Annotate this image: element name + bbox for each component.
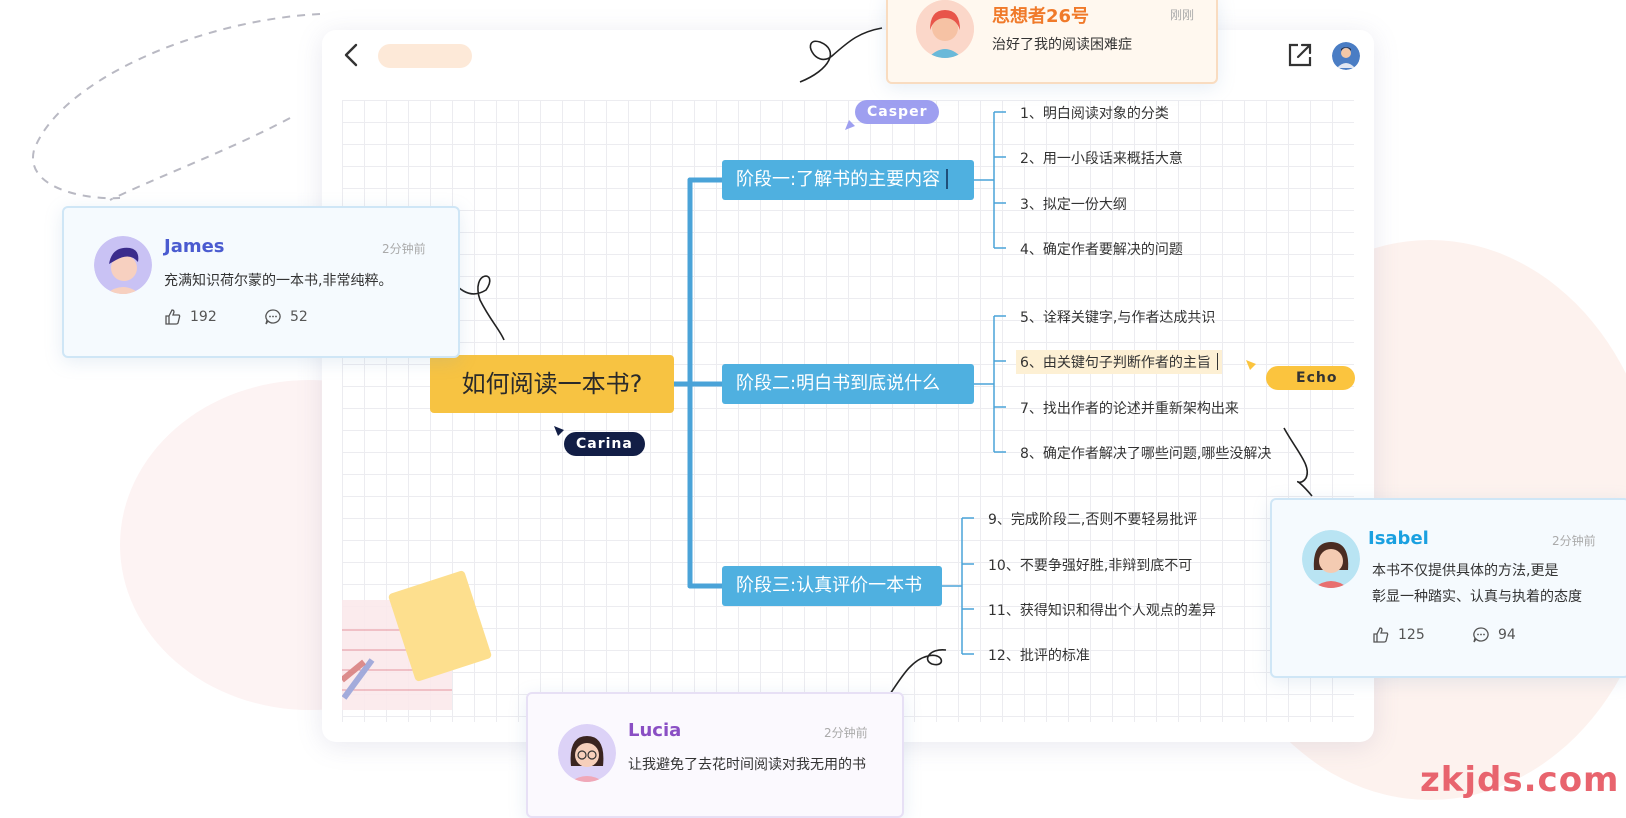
stage-node-2[interactable]: 阶段二:明白书到底说什么 [722, 364, 974, 404]
leaf-node[interactable]: 8、确定作者解决了哪些问题,哪些没解决 [1020, 446, 1272, 462]
chat-bubble-icon [265, 309, 281, 325]
leaf-node[interactable]: 2、用一小段话来概括大意 [1020, 151, 1183, 167]
comment-card-james[interactable]: James 2分钟前 充满知识荷尔蒙的一本书,非常纯粹。 192 52 [62, 206, 460, 358]
avatar [1302, 530, 1360, 588]
leaf-node[interactable]: 1、明白阅读对象的分类 [1020, 106, 1169, 122]
comment-author: Lucia [628, 720, 682, 741]
comment-card-lucia[interactable]: Lucia 2分钟前 让我避免了去花时间阅读对我无用的书 [526, 692, 904, 818]
comment-text-line-1: 本书不仅提供具体的方法,更是 [1372, 563, 1559, 579]
leaf-node[interactable]: 12、批评的标准 [988, 648, 1090, 664]
external-link-icon[interactable] [1286, 41, 1314, 69]
user-avatar[interactable] [1332, 42, 1360, 70]
stage-label: 阶段一:了解书的主要内容 [736, 169, 941, 190]
leaf-node[interactable]: 11、获得知识和得出个人观点的差异 [988, 603, 1216, 619]
comment-time: 2分钟前 [1552, 534, 1596, 548]
comment-text: 充满知识荷尔蒙的一本书,非常纯粹。 [164, 273, 393, 289]
comment-text: 让我避免了去花时间阅读对我无用的书 [628, 757, 866, 773]
leaf-node[interactable]: 5、诠释关键字,与作者达成共识 [1020, 310, 1216, 326]
comment-author: Isabel [1368, 528, 1429, 549]
comment-author: James [164, 236, 225, 257]
avatar [916, 0, 974, 58]
reply-button[interactable]: 52 [264, 308, 308, 326]
comment-card-top[interactable]: 思想者26号 刚刚 治好了我的阅读困难症 [886, 0, 1218, 84]
stage-node-3[interactable]: 阶段三:认真评价一本书 [722, 566, 942, 606]
comment-author: 思想者26号 [992, 6, 1090, 27]
leaf-node-highlighted[interactable]: 6、由关键句子判断作者的主旨 [1016, 350, 1223, 374]
stage-node-1[interactable]: 阶段一:了解书的主要内容 [722, 160, 974, 200]
stage-label: 阶段二:明白书到底说什么 [736, 373, 941, 394]
collaborator-tag-echo: Echo [1266, 366, 1356, 390]
collaborator-tag-casper: Casper [855, 100, 940, 124]
comment-card-isabel[interactable]: Isabel 2分钟前 本书不仅提供具体的方法,更是 彰显一种踏实、认真与执着的… [1270, 498, 1626, 678]
comment-time: 2分钟前 [824, 726, 868, 740]
reply-count: 52 [290, 309, 308, 325]
avatar [94, 236, 152, 294]
chat-bubble-icon [1473, 627, 1489, 643]
leaf-label: 6、由关键句子判断作者的主旨 [1020, 355, 1211, 371]
like-button[interactable]: 125 [1372, 626, 1425, 644]
like-button[interactable]: 192 [164, 308, 217, 326]
thumbs-up-icon [165, 309, 181, 325]
comment-time: 2分钟前 [382, 242, 426, 256]
like-count: 125 [1398, 627, 1425, 643]
like-count: 192 [190, 309, 217, 325]
cursor-pointer-icon [845, 120, 855, 130]
comment-time: 刚刚 [1170, 8, 1195, 22]
cursor-pointer-icon [554, 426, 564, 436]
avatar [558, 724, 616, 782]
watermark-logo: zkjds.com [1420, 760, 1620, 800]
mindmap-root-node[interactable]: 如何阅读一本书? [430, 355, 674, 413]
comment-text-line-2: 彰显一种踏实、认真与执着的态度 [1372, 589, 1582, 605]
document-title-placeholder[interactable] [378, 44, 472, 68]
cursor-pointer-icon [1246, 360, 1256, 370]
reply-button[interactable]: 94 [1472, 626, 1516, 644]
leaf-node[interactable]: 9、完成阶段二,否则不要轻易批评 [988, 512, 1198, 528]
text-cursor [1216, 353, 1219, 370]
thumbs-up-icon [1373, 627, 1389, 643]
collaborator-tag-carina: Carina [564, 432, 645, 456]
leaf-node[interactable]: 10、不要争强好胜,非辩到底不可 [988, 558, 1193, 574]
leaf-node[interactable]: 3、拟定一份大纲 [1020, 197, 1127, 213]
leaf-node[interactable]: 7、找出作者的论述并重新架构出来 [1020, 401, 1239, 417]
reply-count: 94 [1498, 627, 1516, 643]
chevron-left-icon[interactable] [340, 40, 364, 70]
comment-text: 治好了我的阅读困难症 [992, 37, 1132, 53]
leaf-node[interactable]: 4、确定作者要解决的问题 [1020, 242, 1183, 258]
stage-label: 阶段三:认真评价一本书 [736, 575, 923, 596]
text-cursor [946, 169, 948, 189]
dashed-decoration [32, 13, 321, 201]
